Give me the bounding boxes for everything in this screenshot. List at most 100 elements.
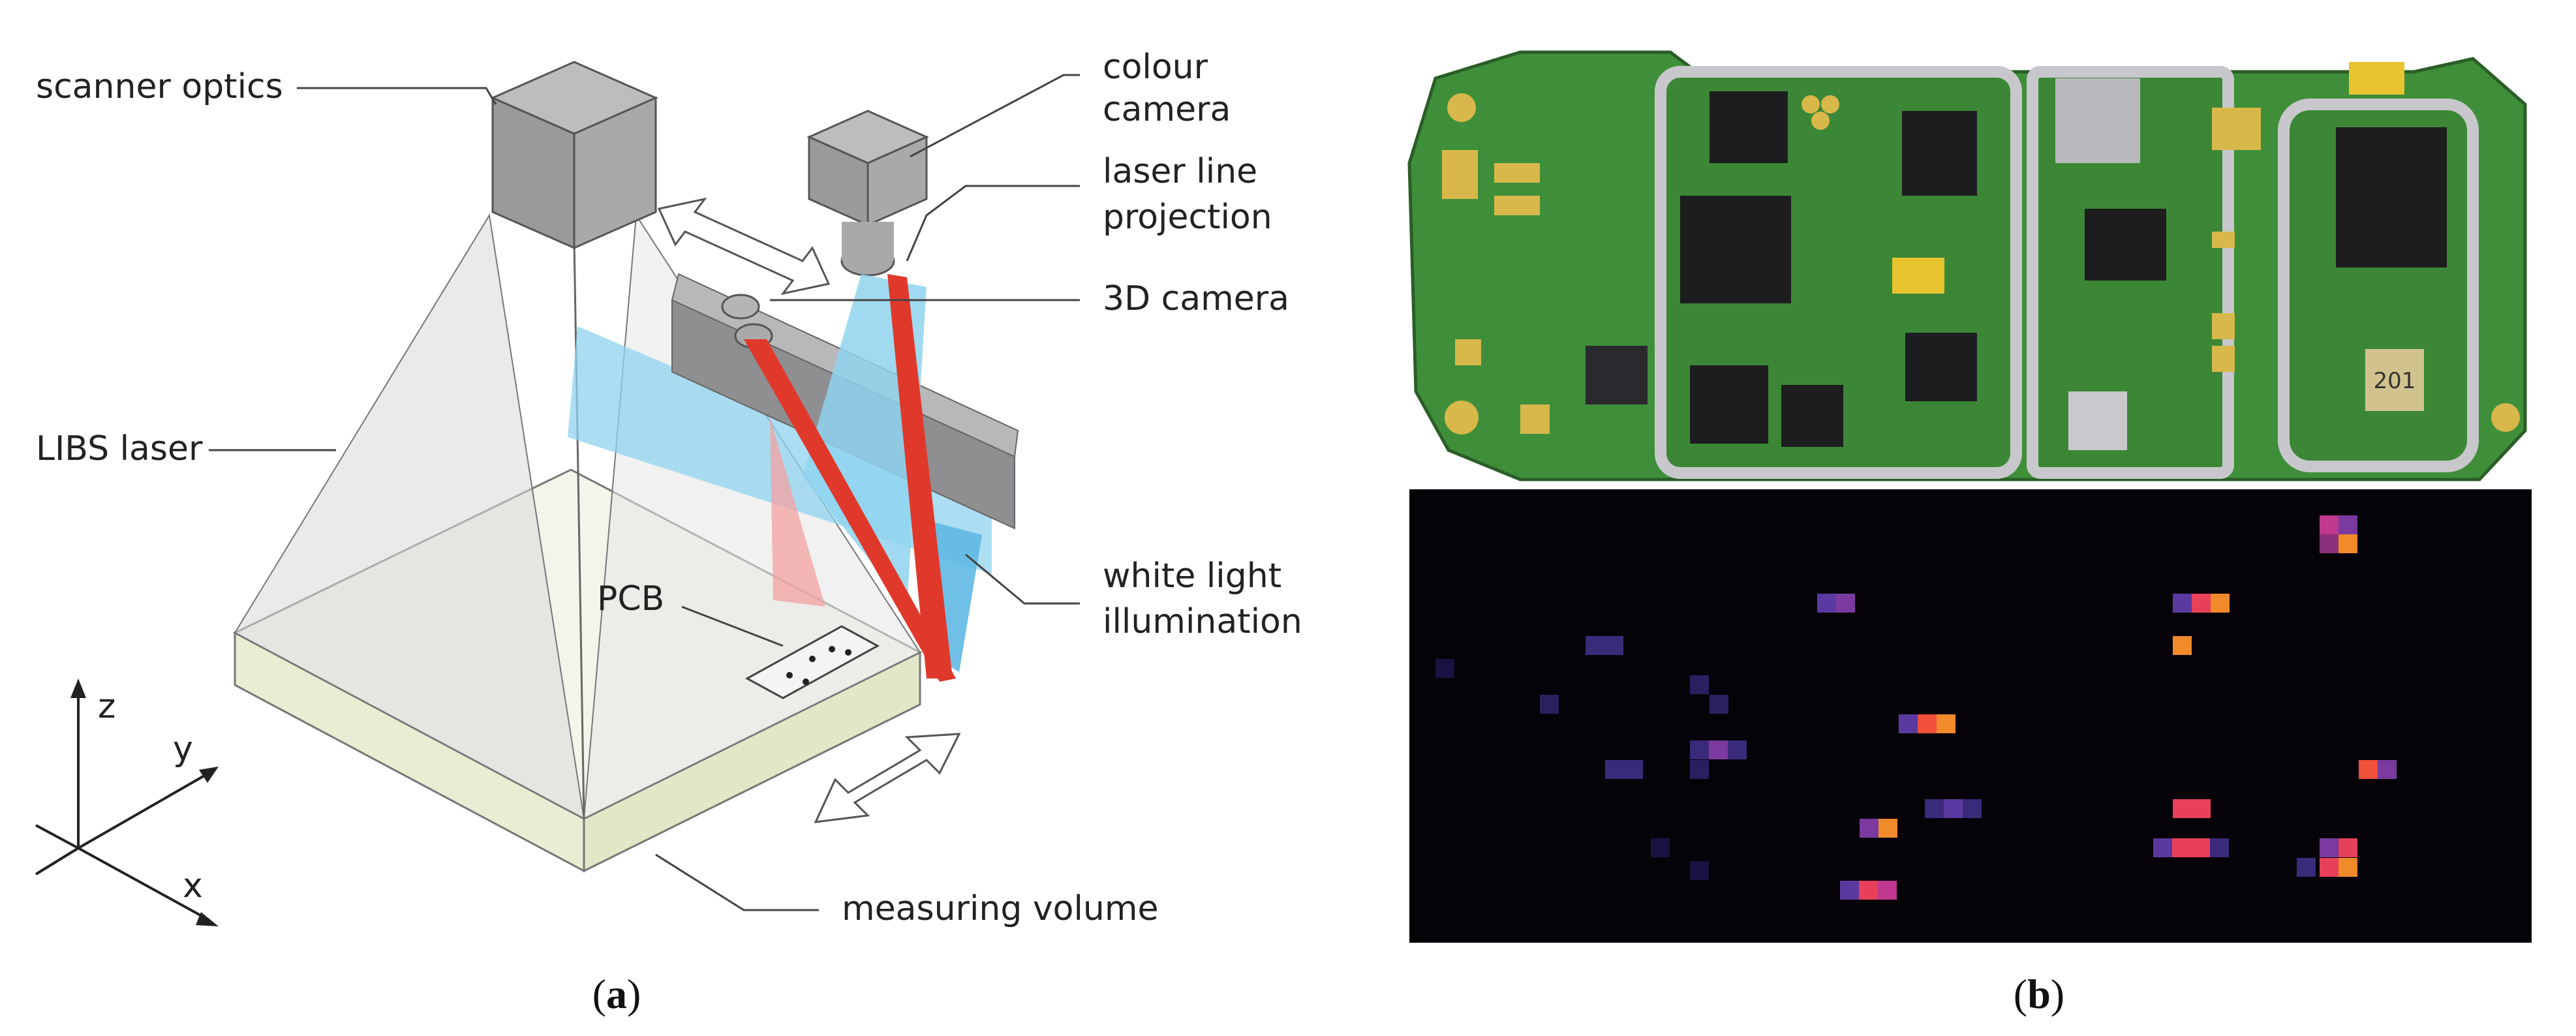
heatmap-cell	[1944, 799, 1963, 818]
red-light-sheet	[770, 418, 825, 607]
panel-a-schematic: scanner optics colour camera laser line …	[35, 48, 1302, 1017]
axis-label-y: y	[173, 729, 193, 769]
heatmap-cell	[2338, 858, 2357, 877]
caption-b: (b)	[2014, 971, 2064, 1017]
heatmap-cell	[1817, 594, 1836, 613]
gold-pad	[2212, 232, 2235, 248]
heatmap-cell	[2320, 858, 2338, 877]
gold-pad	[2212, 108, 2261, 150]
gold-pad	[1802, 95, 1820, 114]
gold-pad	[1811, 112, 1830, 130]
cone-center-line	[573, 241, 585, 819]
label-scanner-optics: scanner optics	[36, 67, 283, 106]
colour-camera-lens-barrel	[842, 222, 894, 261]
ic-chip	[1690, 365, 1768, 444]
gold-pad	[1494, 196, 1540, 215]
heatmap-cell	[2210, 838, 2229, 857]
camera-3d-lens-top	[721, 294, 760, 320]
laser-line-beam	[887, 274, 953, 678]
heatmap-cell	[1859, 881, 1878, 900]
heatmap-cell	[2192, 799, 2211, 818]
ic-chip	[1905, 333, 1977, 401]
heatmap-cell	[1604, 636, 1623, 655]
heatmap-cell	[2320, 515, 2338, 534]
leader-pcb	[681, 605, 784, 647]
pcb-dot	[803, 678, 809, 685]
heatmap-cell	[2173, 636, 2192, 655]
heatmap-cell	[2172, 838, 2191, 857]
heatmap-cell	[1860, 819, 1878, 838]
component-201-label: 201	[2374, 368, 2416, 394]
caption-a: (a)	[592, 971, 641, 1017]
rail-double-arrow	[657, 197, 831, 296]
ic-chip	[2085, 209, 2166, 281]
libs-heatmap-background	[1409, 489, 2532, 943]
label-colour-camera-line2: camera	[1103, 90, 1231, 129]
leader-colour-camera	[910, 74, 1080, 158]
heatmap-cell	[1690, 740, 1709, 759]
axis-label-x: x	[183, 866, 203, 906]
gold-pad	[1442, 150, 1478, 199]
axis-label-z: z	[98, 687, 115, 726]
gold-pad	[2212, 313, 2235, 339]
heatmap-cell	[2338, 534, 2357, 553]
gold-pad	[1821, 95, 1839, 114]
heatmap-cell	[2320, 534, 2338, 553]
heatmap-cell	[1836, 594, 1855, 613]
libs-laser-cone-left	[234, 213, 585, 820]
speaker-grille	[2055, 78, 2140, 163]
scanner-optics-right	[573, 96, 657, 250]
heatmap-cell	[1963, 799, 1982, 818]
heatmap-cell	[2320, 838, 2338, 857]
heatmap-cell	[1925, 799, 1944, 818]
component-201	[2365, 349, 2424, 411]
heatmap-cell	[2173, 799, 2192, 818]
pcb-dot	[809, 656, 816, 662]
heatmap-cell	[2378, 760, 2397, 779]
heatmap-cell	[2191, 838, 2210, 857]
mount-hole	[1447, 93, 1476, 122]
heatmap-cell	[1899, 714, 1918, 733]
heatmap-cell	[2153, 838, 2172, 857]
mount-hole	[1445, 401, 1479, 434]
label-white-light-line2: illumination	[1103, 602, 1302, 641]
leader-laser-line	[906, 185, 1080, 262]
base-double-arrow	[814, 733, 961, 823]
pcb-dot	[845, 649, 851, 656]
heatmap-cell	[1840, 881, 1859, 900]
heatmap-cell	[2192, 594, 2211, 613]
heatmap-cell	[1624, 760, 1643, 779]
ic-chip	[1902, 111, 1977, 196]
leader-scanner-optics	[297, 87, 497, 105]
label-laser-line-line2: projection	[1103, 198, 1272, 237]
label-colour-camera-line1: colour	[1103, 48, 1208, 87]
label-pcb: PCB	[597, 579, 664, 618]
heatmap-cell	[1651, 838, 1670, 857]
heatmap-cell	[1690, 675, 1709, 694]
heatmap-cell	[1709, 740, 1728, 759]
heatmap-cell	[1690, 861, 1709, 880]
tantalum-capacitor	[1892, 258, 1944, 294]
gold-pad	[1455, 339, 1481, 365]
gold-pad	[1494, 163, 1540, 183]
gold-pad	[2212, 346, 2235, 372]
axes-glyph	[35, 678, 219, 926]
colour-camera-right	[866, 135, 928, 227]
camera-3d-beam	[744, 339, 956, 682]
label-measuring-volume: measuring volume	[842, 889, 1159, 928]
heatmap-cell	[1878, 881, 1897, 900]
ic-chip	[2336, 127, 2447, 267]
gold-pad	[1520, 404, 1550, 434]
pcb-dot	[786, 672, 793, 678]
heatmap-cell	[2338, 838, 2357, 857]
heatmap-cell	[2211, 594, 2230, 613]
pcb-dot	[829, 646, 835, 652]
panel-b: 201 (b)	[1407, 50, 2532, 1017]
label-white-light-line1: white light	[1103, 556, 1281, 596]
label-laser-line-line1: laser line	[1103, 152, 1257, 191]
heatmap-cell	[1605, 760, 1624, 779]
heatmap-cell	[1710, 695, 1728, 714]
leader-white-light	[965, 553, 1080, 605]
mount-hole	[2491, 403, 2520, 432]
